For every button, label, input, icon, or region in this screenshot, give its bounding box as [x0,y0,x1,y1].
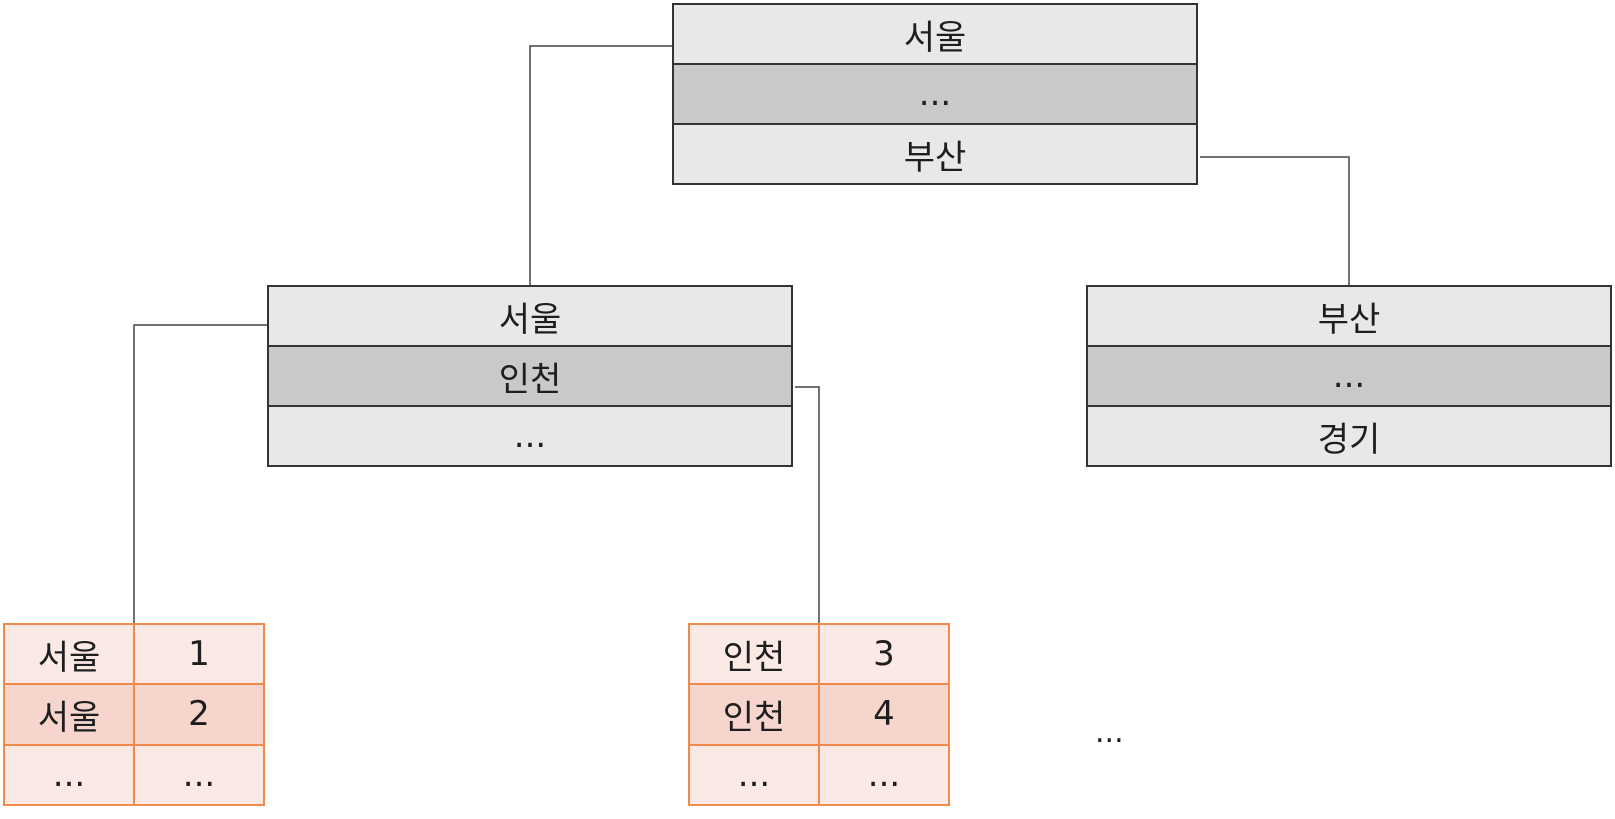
leaf-middle-row-1: 인천 3 [690,625,948,684]
leaf-left-table: 서울 1 서울 2 ... ... [3,623,265,806]
mid-right-node-row-1: 부산 [1088,287,1610,345]
leaf-middle-table: 인천 3 인천 4 ... ... [688,623,950,806]
mid-left-node-row-2: 인천 [269,345,791,405]
leaf-middle-key: ... [737,754,771,795]
leaf-left-value: 2 [133,685,263,744]
leaf-left-row-1: 서울 1 [5,625,263,684]
leaf-middle-row-3: ... ... [690,743,948,804]
connector-mid-left-to-leaf-middle [795,386,820,623]
connector-mid-left-to-leaf-left [133,324,267,623]
leaf-left-row-3: ... ... [5,743,263,804]
leaf-left-row-2: 서울 2 [5,683,263,744]
root-node-row-3: 부산 [674,123,1196,183]
leaf-middle-value: 4 [818,685,948,744]
root-node: 서울 ... 부산 [672,3,1198,185]
leaf-middle-value: 3 [818,625,948,684]
leaf-middle-key: 인천 [722,697,786,738]
leaf-left-key: 서울 [37,697,101,738]
root-node-row-2: ... [674,63,1196,123]
leaf-left-value: 1 [133,625,263,684]
more-nodes-ellipsis: ... [1095,715,1124,750]
leaf-left-value: ... [133,745,263,804]
leaf-middle-row-2: 인천 4 [690,683,948,744]
mid-right-node: 부산 ... 경기 [1086,285,1612,467]
leaf-middle-value: ... [818,745,948,804]
mid-right-node-row-3: 경기 [1088,405,1610,465]
connector-root-to-mid-left [529,45,672,285]
mid-left-node-row-1: 서울 [269,287,791,345]
root-node-row-1: 서울 [674,5,1196,63]
connector-root-to-mid-right [1200,156,1350,285]
leaf-middle-key: 인천 [722,637,786,678]
mid-right-node-row-2: ... [1088,345,1610,405]
leaf-left-key: 서울 [37,637,101,678]
leaf-left-key: ... [52,754,86,795]
mid-left-node-row-3: ... [269,405,791,465]
mid-left-node: 서울 인천 ... [267,285,793,467]
